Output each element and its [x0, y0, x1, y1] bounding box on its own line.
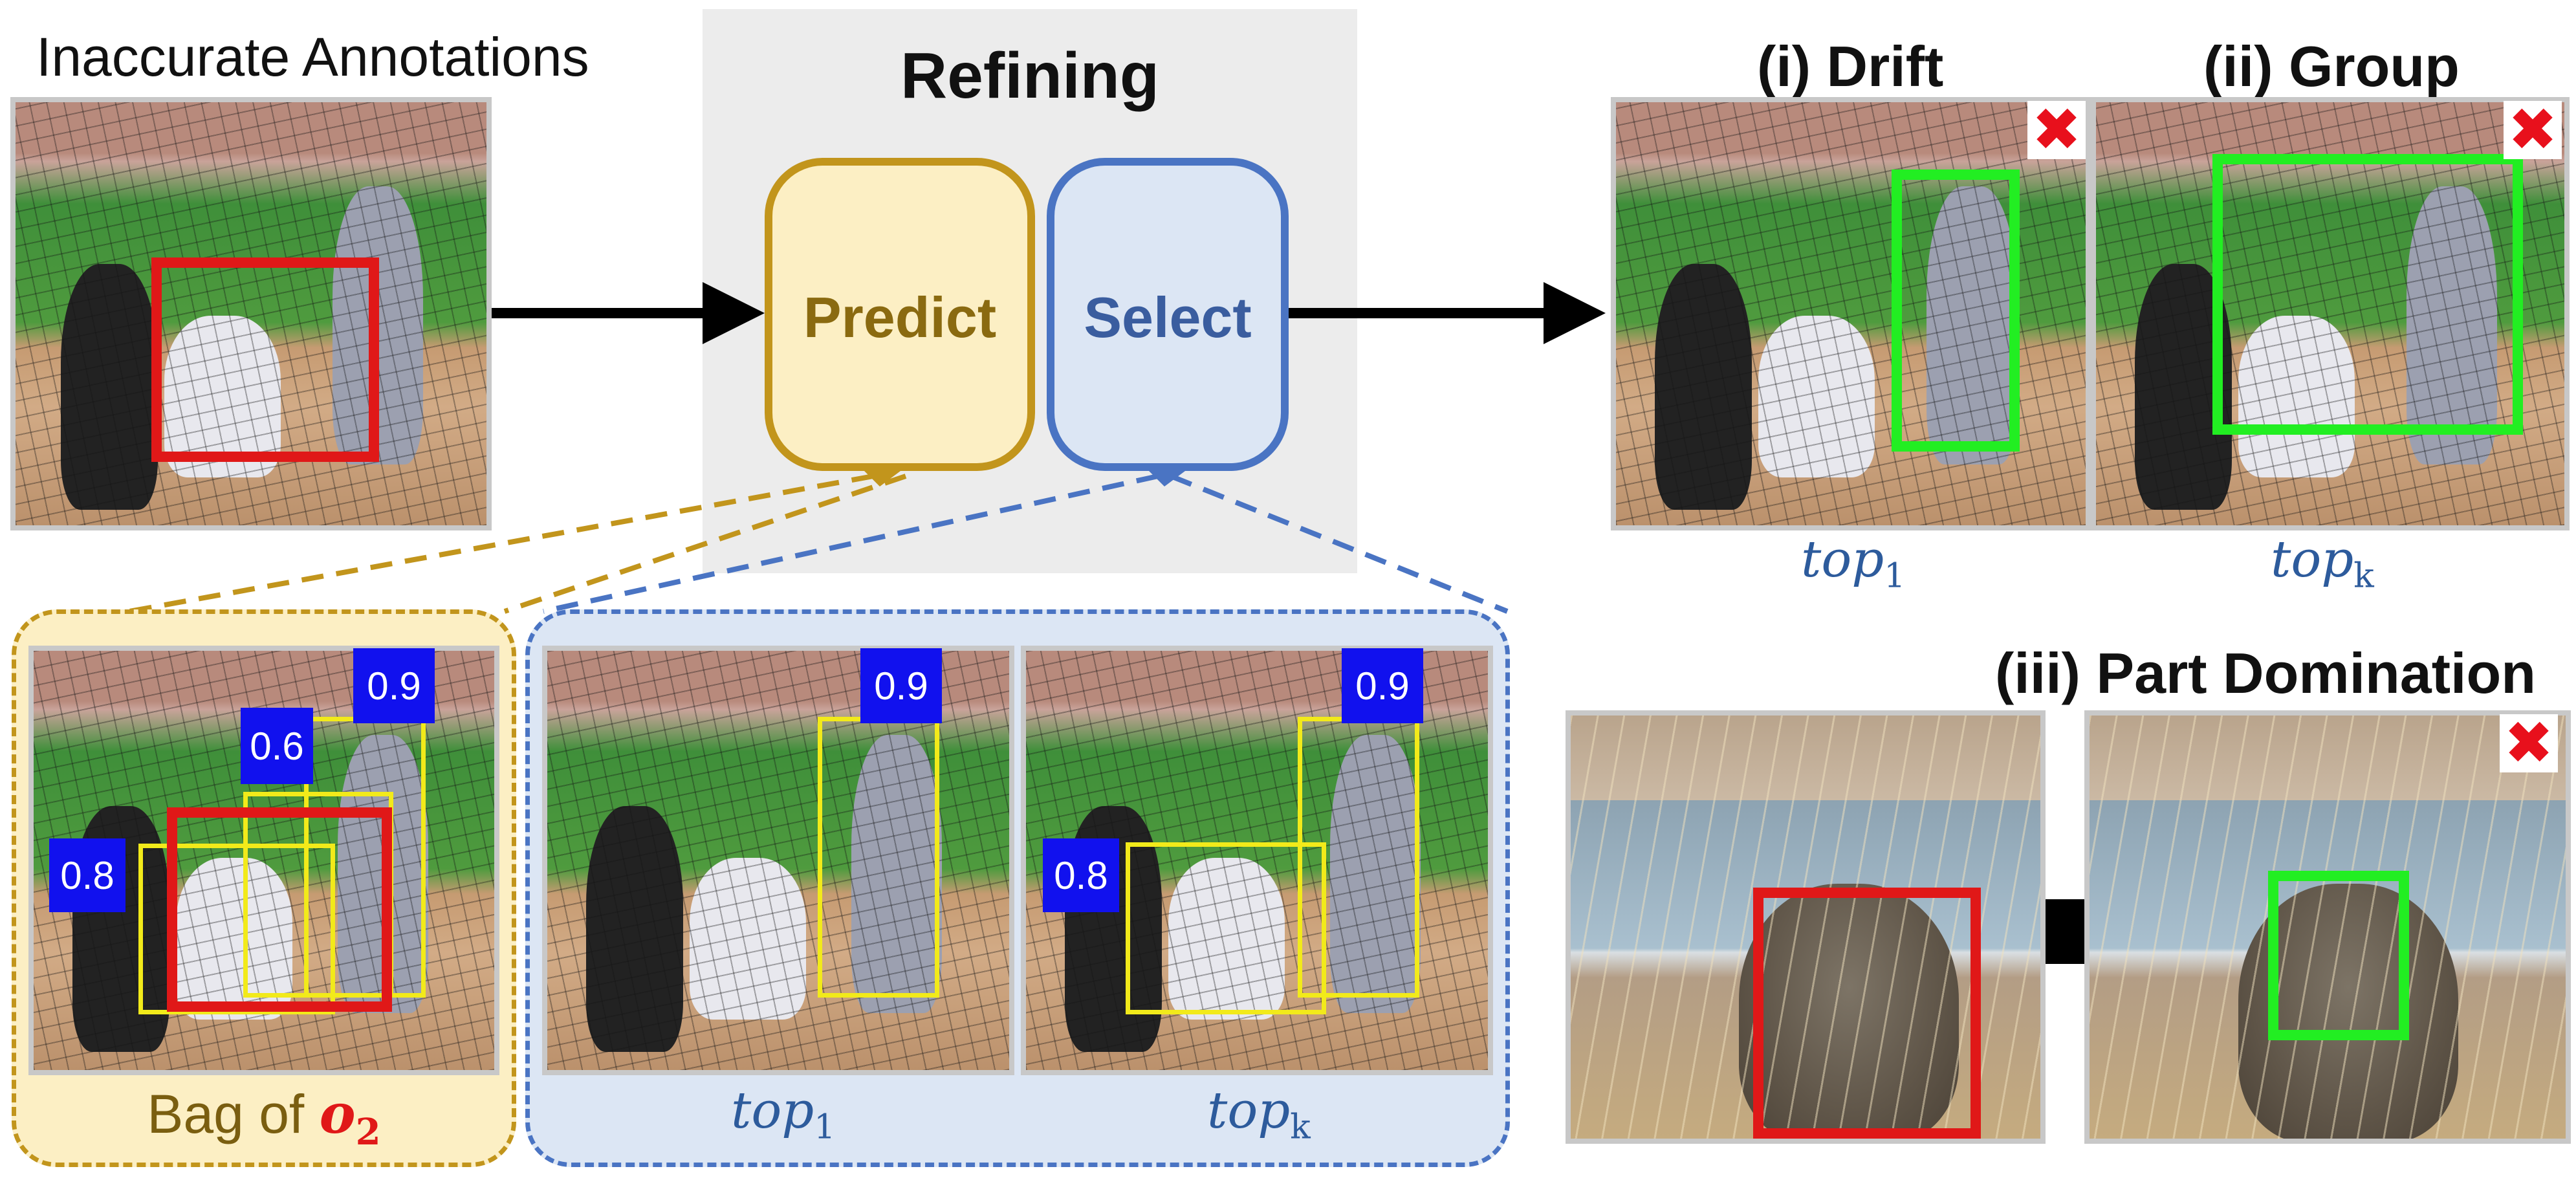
group-box	[2212, 154, 2523, 435]
drift-title: (i) Drift	[1757, 34, 1944, 98]
part-domination-title: (iii) Part Domination	[1995, 641, 2536, 705]
top1-box-batter	[818, 717, 939, 998]
top1-score: 0.9	[860, 648, 942, 723]
bag-caption-sub: 2	[355, 1110, 381, 1153]
select-connector-right	[1170, 474, 1509, 614]
drift-caption: top1	[1801, 530, 1906, 596]
bag-box-original	[167, 807, 392, 1012]
topk-score-catcher: 0.8	[1043, 838, 1119, 912]
baseball-photo-original	[10, 97, 492, 530]
bag-caption-prefix: Bag of	[147, 1084, 320, 1144]
bag-caption: Bag of o2	[12, 1082, 516, 1153]
group-title: (ii) Group	[2203, 34, 2460, 98]
topk-score-batter: 0.9	[1342, 648, 1423, 723]
drift-x-mark-icon: ✖	[2027, 100, 2086, 160]
select-connector-left	[543, 474, 1159, 614]
cat-part-box	[2268, 871, 2409, 1040]
select-box	[1047, 158, 1289, 471]
cat-photo-refined	[2084, 710, 2571, 1144]
part-x-mark-icon: ✖	[2500, 714, 2558, 773]
predict-connector-left	[129, 474, 874, 614]
select-label: Select	[1084, 285, 1252, 349]
group-caption: topk	[2271, 530, 2374, 596]
bag-score-batter: 0.9	[353, 648, 435, 723]
top1-caption: top1	[731, 1082, 836, 1147]
left-panel-title: Inaccurate Annotations	[36, 27, 589, 87]
topk-box-catcher	[1126, 842, 1326, 1014]
bag-score-group: 0.6	[241, 708, 313, 784]
select-top1-photo	[542, 646, 1014, 1075]
topk-caption: topk	[1207, 1082, 1311, 1147]
group-x-mark-icon: ✖	[2504, 100, 2562, 160]
drift-box	[1892, 169, 2020, 452]
predict-connector-right	[503, 474, 907, 614]
bag-caption-var: o2	[319, 1082, 381, 1153]
inaccurate-annotation-box	[151, 257, 379, 462]
cat-annotation-box	[1753, 888, 1981, 1139]
refining-title: Refining	[901, 39, 1159, 112]
bag-box-catcher	[138, 844, 335, 1014]
predict-label: Predict	[803, 285, 997, 349]
group-photo	[2091, 97, 2570, 530]
bag-score-catcher: 0.8	[49, 838, 126, 912]
cat-photo-original	[1566, 710, 2046, 1144]
